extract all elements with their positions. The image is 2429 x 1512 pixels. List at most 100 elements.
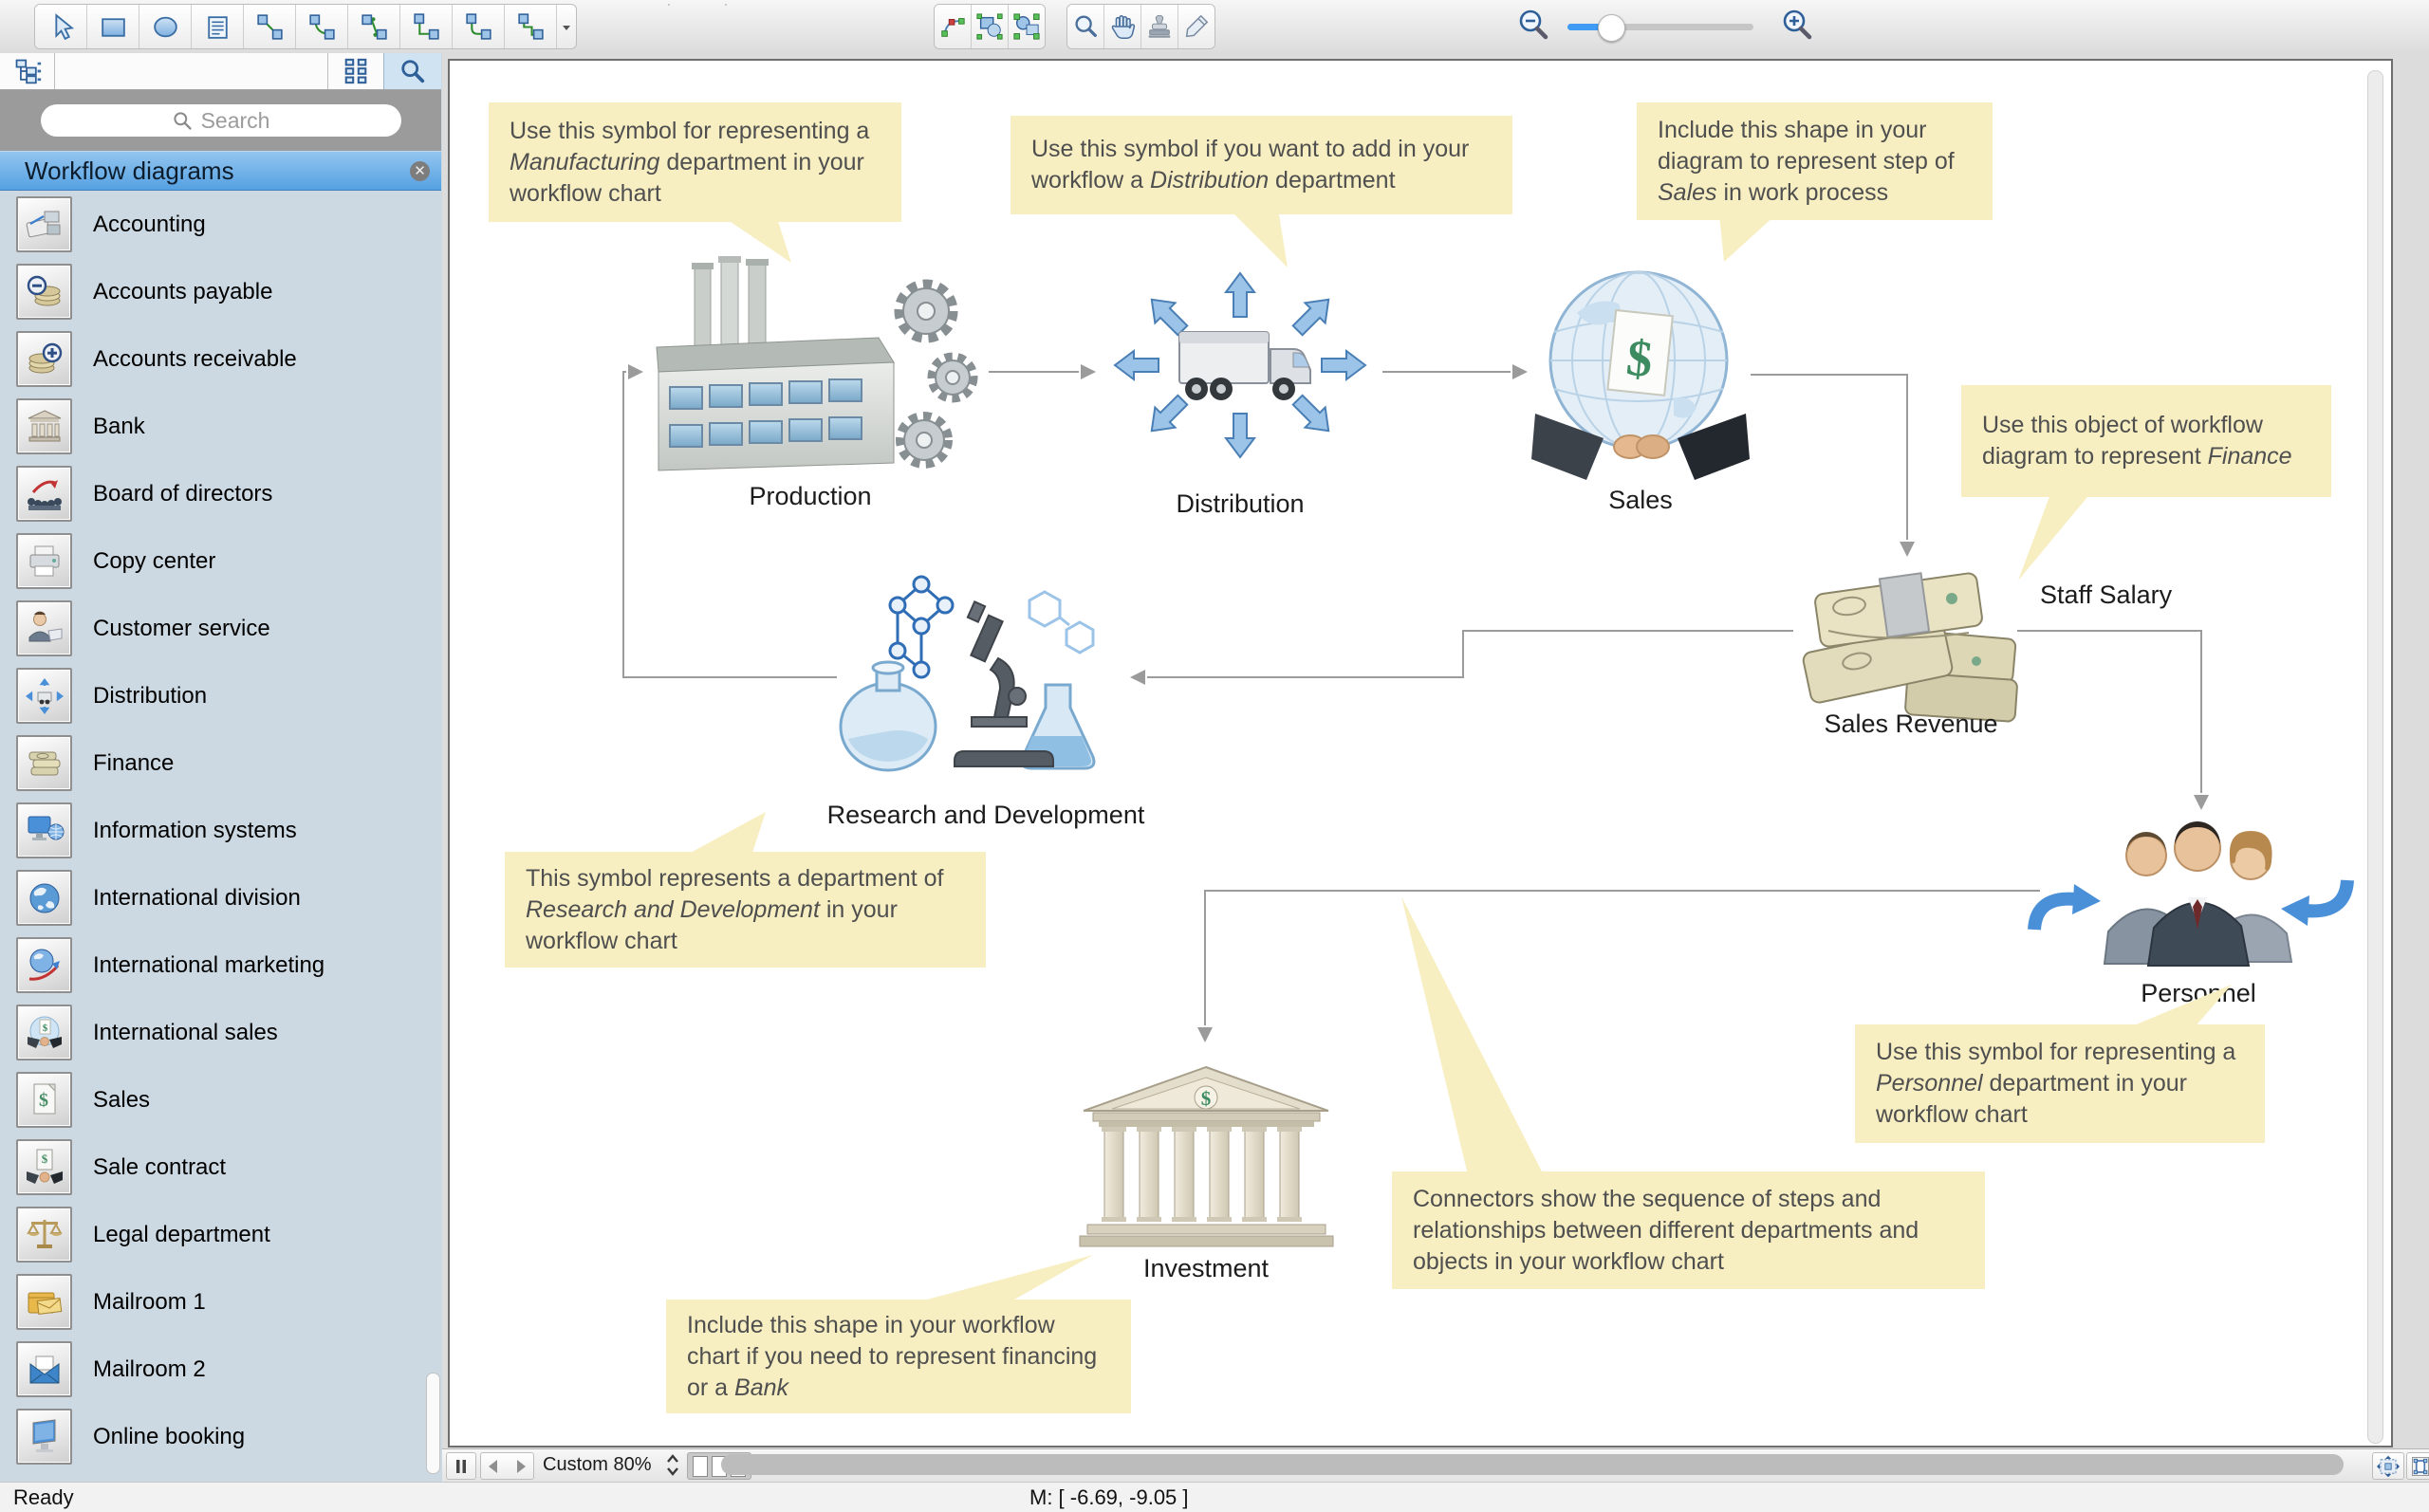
- money-stacks-icon[interactable]: [1790, 555, 2023, 749]
- toolbar-group-edit: [934, 4, 1046, 49]
- sidebar-item-label: Mailroom 2: [93, 1355, 206, 1382]
- connector-bezier-button[interactable]: [348, 5, 400, 48]
- search-input[interactable]: Search: [40, 104, 401, 137]
- page-thumb[interactable]: [693, 1455, 708, 1477]
- sidebar-item-accounts-payable[interactable]: Accounts payable: [0, 258, 441, 325]
- board-of-directors-icon: [16, 466, 72, 522]
- callout-research-development[interactable]: This symbol represents a department of R…: [505, 852, 986, 968]
- callout-manufacturing[interactable]: Use this symbol for representing a Manuf…: [489, 102, 901, 222]
- sidebar-item-sales[interactable]: $Sales: [0, 1066, 441, 1134]
- drawing-page[interactable]: $: [448, 59, 2393, 1447]
- sidebar-item-label: Sales: [93, 1086, 151, 1113]
- sidebar-scrollbar-thumb[interactable]: [426, 1373, 440, 1474]
- distribution-node-icon[interactable]: [1098, 266, 1382, 474]
- zoom-window-button[interactable]: [2406, 1452, 2429, 1480]
- pointer-tool-button[interactable]: [35, 5, 87, 48]
- pan-tool-button[interactable]: [1104, 5, 1141, 48]
- sidebar-item-label: Legal department: [93, 1221, 270, 1247]
- node-label-investment: Investment: [1142, 1254, 1270, 1282]
- sidebar-item-accounts-receivable[interactable]: Accounts receivable: [0, 325, 441, 393]
- sidebar-item-legal-department[interactable]: Legal department: [0, 1201, 441, 1268]
- connector-smart-button[interactable]: [505, 5, 557, 48]
- stepper-icon[interactable]: [664, 1452, 681, 1478]
- research-development-icon[interactable]: [831, 563, 1130, 786]
- fit-page-button[interactable]: [2372, 1452, 2404, 1480]
- zoom-slider-track[interactable]: [1567, 24, 1753, 30]
- library-header[interactable]: Workflow diagrams ✕: [0, 151, 441, 191]
- next-page-button[interactable]: [507, 1452, 534, 1480]
- horizontal-scrollbar-thumb[interactable]: [721, 1454, 2344, 1475]
- sidebar-item-international-sales[interactable]: $International sales: [0, 999, 441, 1066]
- sidebar-item-customer-service[interactable]: Customer service: [0, 595, 441, 662]
- connector-direct-button[interactable]: [244, 5, 296, 48]
- status-mouse-coords: M: [ -6.69, -9.05 ]: [1029, 1485, 1189, 1509]
- grid-view-button[interactable]: [327, 53, 383, 89]
- main-toolbar: [0, 0, 2429, 54]
- sidebar-item-bank[interactable]: Bank: [0, 393, 441, 460]
- sidebar-item-board-of-directors[interactable]: Board of directors: [0, 460, 441, 527]
- zoom-level-label: Custom 80%: [543, 1454, 652, 1475]
- next-page-icon: [517, 1459, 526, 1473]
- zoom-in-button[interactable]: [1780, 8, 1814, 42]
- investment-bank-icon[interactable]: $: [1076, 1061, 1337, 1251]
- sidebar-item-online-booking[interactable]: Online booking: [0, 1403, 441, 1470]
- zoom-slider[interactable]: [1567, 14, 1753, 42]
- callout-tails: [685, 209, 2232, 1303]
- zoom-out-button[interactable]: [1516, 8, 1550, 42]
- sidebar-item-mailroom-2[interactable]: Mailroom 2: [0, 1336, 441, 1403]
- personnel-node-icon[interactable]: [2025, 806, 2357, 986]
- sidebar-item-sale-contract[interactable]: $Sale contract: [0, 1134, 441, 1201]
- zoom-slider-thumb[interactable]: [1598, 14, 1625, 42]
- connector-arc-button[interactable]: [296, 5, 348, 48]
- sidebar-item-finance[interactable]: Finance: [0, 729, 441, 797]
- sidebar-item-label: Information systems: [93, 817, 297, 843]
- callout-distribution[interactable]: Use this symbol if you want to add in yo…: [1011, 116, 1512, 214]
- sidebar-item-copy-center[interactable]: Copy center: [0, 527, 441, 595]
- sidebar-item-label: International division: [93, 884, 301, 911]
- callout-sales[interactable]: Include this shape in your diagram to re…: [1637, 102, 1993, 220]
- sidebar-item-accounting[interactable]: Accounting: [0, 191, 441, 258]
- sidebar-item-label: Accounts receivable: [93, 345, 297, 372]
- callout-finance[interactable]: Use this object of workflow diagram to r…: [1961, 385, 2331, 497]
- production-node-icon[interactable]: [640, 256, 981, 484]
- node-label-research-development: Research and Development: [826, 801, 1145, 829]
- international-sales-icon: $: [16, 1005, 72, 1060]
- sidebar-item-label: Finance: [93, 749, 175, 776]
- zoom-tool-button[interactable]: [1067, 5, 1104, 48]
- search-view-button[interactable]: [383, 53, 441, 89]
- connector-dropdown-button[interactable]: [557, 5, 576, 48]
- connector-smart-icon: [515, 11, 547, 43]
- ellipse-tool-button[interactable]: [139, 5, 192, 48]
- zoom-level-select[interactable]: Custom 80%: [539, 1452, 681, 1478]
- information-systems-icon: [16, 802, 72, 858]
- group-tool-button[interactable]: [972, 5, 1009, 48]
- callout-personnel[interactable]: Use this symbol for representing a Perso…: [1855, 1024, 2265, 1143]
- previous-page-button[interactable]: [480, 1452, 509, 1480]
- ungroup-tool-button[interactable]: [1009, 5, 1045, 48]
- style-picker-tool-button[interactable]: [1178, 5, 1214, 48]
- connector-rounded-icon: [463, 11, 494, 43]
- library-tree-button[interactable]: [0, 53, 55, 89]
- sidebar-item-international-division[interactable]: International division: [0, 864, 441, 931]
- callout-connectors[interactable]: Connectors show the sequence of steps an…: [1392, 1171, 1985, 1289]
- bank-icon: [16, 398, 72, 454]
- online-booking-icon: [16, 1409, 72, 1465]
- connector-right-angle-button[interactable]: [400, 5, 453, 48]
- sales-node-icon[interactable]: $: [1531, 264, 1750, 496]
- toolbar-group-geometry: [725, 4, 727, 6]
- zoom-in-icon: [1783, 9, 1812, 40]
- sidebar-item-distribution[interactable]: Distribution: [0, 662, 441, 729]
- style-picker-tool-icon: [1182, 12, 1211, 41]
- sidebar-item-international-marketing[interactable]: International marketing: [0, 931, 441, 999]
- connector-rounded-button[interactable]: [453, 5, 505, 48]
- sidebar-item-information-systems[interactable]: Information systems: [0, 797, 441, 864]
- sidebar-item-mailroom-1[interactable]: Mailroom 1: [0, 1268, 441, 1336]
- pause-pages-button[interactable]: [446, 1452, 476, 1480]
- callout-bank[interactable]: Include this shape in your workflow char…: [666, 1300, 1131, 1413]
- stamp-tool-button[interactable]: [1141, 5, 1178, 48]
- vertical-scrollbar[interactable]: [2367, 70, 2383, 1444]
- reshape-tool-button[interactable]: [935, 5, 972, 48]
- text-tool-button[interactable]: [192, 5, 244, 48]
- close-library-button[interactable]: ✕: [410, 160, 430, 181]
- rectangle-tool-button[interactable]: [87, 5, 139, 48]
